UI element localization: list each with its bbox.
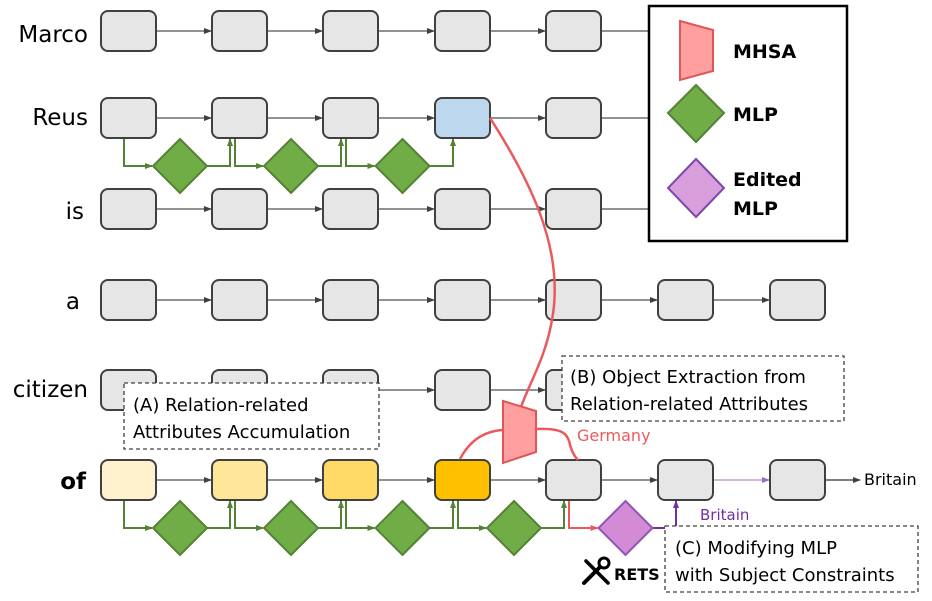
mlp-output-path — [429, 138, 456, 167]
mlp-diamond — [374, 499, 431, 557]
hidden-state-box — [545, 10, 602, 52]
hidden-state-box — [322, 10, 379, 52]
mlp-input-path — [234, 138, 264, 169]
token-label-citizen: citizen — [13, 377, 88, 403]
hidden-state-box — [434, 10, 491, 52]
hidden-state-box — [657, 459, 714, 501]
annotation-c-frame — [664, 525, 919, 593]
mlp-diamond — [151, 499, 209, 557]
hidden-state-box — [100, 188, 157, 230]
mhsa-input-curve — [458, 428, 504, 460]
mlp-layer — [151, 137, 654, 557]
token-label-reus: Reus — [32, 105, 88, 131]
mlp-legend-icon — [666, 83, 726, 144]
token-labels: Marco Reus is a citizen of — [13, 22, 88, 495]
mlp-input-path — [457, 500, 487, 531]
hidden-state-box — [211, 279, 268, 321]
overlay-layer — [458, 117, 579, 465]
hidden-state-box — [322, 279, 379, 321]
mlp-input-path — [123, 138, 153, 169]
hidden-state-box — [322, 188, 379, 230]
hidden-state-box — [545, 279, 602, 321]
britain-output-label: Britain — [864, 470, 917, 489]
annotation-a-line1: (A) Relation-related — [133, 395, 309, 416]
mlp-output-path — [318, 138, 344, 167]
mlp-input-path — [568, 500, 599, 531]
hidden-state-box — [434, 459, 491, 501]
mlp-output-path — [652, 500, 679, 529]
hidden-state-box — [211, 459, 268, 501]
hidden-state-box — [434, 279, 491, 321]
rets-label: RETS — [614, 565, 660, 584]
hidden-state-box — [100, 459, 157, 501]
mlp-output-path — [207, 138, 233, 167]
annotation-a-line2: Attributes Accumulation — [133, 422, 350, 443]
token-label-marco: Marco — [18, 22, 88, 48]
mhsa-block — [502, 399, 537, 465]
mhsa-legend-icon — [679, 19, 714, 82]
annotation-b-line1: (B) Object Extraction from — [570, 367, 806, 388]
annotation-c-line1: (C) Modifying MLP — [675, 538, 837, 559]
token-label-of: of — [60, 469, 87, 495]
hidden-state-box — [211, 188, 268, 230]
token-label-is: is — [66, 199, 84, 225]
hidden-state-box — [657, 279, 714, 321]
annotation-c: (C) Modifying MLP with Subject Constrain… — [664, 525, 919, 593]
legend-label-mlp: MLP — [733, 104, 778, 126]
mlp-diamond — [151, 137, 209, 195]
attention-curve — [488, 117, 556, 411]
hidden-state-box — [100, 97, 157, 139]
hidden-state-box — [434, 188, 491, 230]
edited-mlp-diamond — [597, 499, 654, 557]
rets-tool-icon — [582, 556, 611, 585]
hidden-state-box — [434, 97, 491, 139]
hidden-state-box — [100, 279, 157, 321]
mhsa-output-curve — [535, 427, 579, 461]
annotation-a-frame — [123, 382, 380, 450]
hidden-state-box — [211, 97, 268, 139]
mlp-diamond — [485, 499, 543, 557]
legend-label-edited: Edited — [733, 169, 802, 191]
hidden-state-box — [434, 369, 491, 411]
hidden-state-box — [322, 97, 379, 139]
mlp-input-path — [123, 500, 153, 531]
hidden-state-box — [322, 459, 379, 501]
hidden-state-box — [100, 10, 157, 52]
annotation-b-frame — [561, 355, 845, 422]
legend: MHSA MLP Edited MLP — [647, 4, 849, 243]
legend-label-mhsa: MHSA — [733, 41, 796, 63]
mlp-output-path — [541, 500, 567, 529]
mlp-output-path — [429, 500, 456, 529]
britain-edit-label: Britain — [700, 506, 749, 524]
hidden-state-box — [211, 10, 268, 52]
hidden-state-box — [545, 459, 602, 501]
edited-mlp-legend-icon — [666, 157, 726, 219]
mlp-diamond — [262, 137, 320, 195]
mlp-input-path — [345, 138, 376, 169]
mlp-output-path — [318, 500, 344, 529]
hidden-state-box — [545, 97, 602, 139]
annotation-b-line2: Relation-related Attributes — [570, 394, 808, 415]
hidden-state-box — [769, 279, 826, 321]
hidden-state-box — [769, 459, 826, 501]
mlp-diamond — [374, 137, 431, 195]
germany-label: Germany — [577, 426, 651, 445]
annotation-a: (A) Relation-related Attributes Accumula… — [123, 382, 380, 450]
legend-label-edited-mlp: MLP — [733, 198, 778, 220]
annotation-b: (B) Object Extraction from Relation-rela… — [561, 355, 845, 422]
hidden-state-box — [545, 188, 602, 230]
token-label-a: a — [66, 289, 80, 315]
mlp-diamond — [262, 499, 320, 557]
mlp-input-path — [345, 500, 376, 531]
mlp-output-path — [207, 500, 233, 529]
annotation-c-line2: with Subject Constraints — [675, 565, 895, 586]
mlp-input-path — [234, 500, 264, 531]
